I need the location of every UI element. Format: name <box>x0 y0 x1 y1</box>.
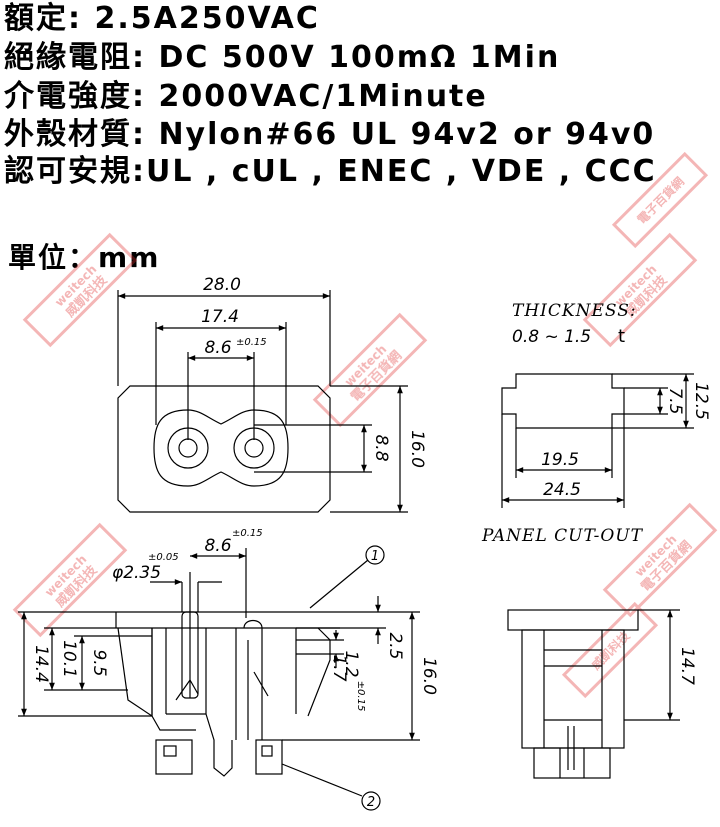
spec-label: 外殼材質: <box>4 117 159 152</box>
dim-section-d3-tol: ±0.15 <box>355 681 366 712</box>
dim-pin-span: 17.4 <box>201 307 239 327</box>
dim-width: 28.0 <box>203 275 241 295</box>
dim-panel-outer-height: 12.5 <box>691 382 711 420</box>
dim-side-height: 14.7 <box>677 647 697 685</box>
spec-approvals: 認可安規:UL , cUL , ENEC , VDE , CCC <box>4 155 657 189</box>
spec-insulation: 絕緣電阻: DC 500V 100mΩ 1Min <box>4 41 560 75</box>
unit-caption: 單位： <box>8 241 99 274</box>
callout-2-number: 2 <box>367 795 375 810</box>
spec-label: 額定: <box>4 1 95 36</box>
dim-section-pin-tol: ±0.15 <box>232 528 263 539</box>
section-view <box>18 548 420 797</box>
dim-panel-inner-width: 19.5 <box>541 450 579 470</box>
watermark-stamp: weitech 威凱科技 <box>582 232 698 348</box>
callout-1: 1 <box>365 545 385 565</box>
spec-rating: 額定: 2.5A250VAC <box>4 2 320 36</box>
dim-section-h2: 10.1 <box>59 640 79 678</box>
dim-panel-inner-height: 7.5 <box>665 387 685 414</box>
dim-hole-tol: ±0.15 <box>236 337 267 348</box>
dim-section-pin-dia-tol: ±0.05 <box>148 552 179 563</box>
thickness-label: THICKNESS: <box>512 301 637 321</box>
spec-material: 外殼材質: Nylon#66 UL 94v2 or 94v0 <box>4 118 655 152</box>
dim-section-d2: 1.2 <box>341 650 361 677</box>
spec-value: DC 500V 100mΩ 1Min <box>158 40 561 75</box>
spec-dielectric: 介電強度: 2000VAC/1Minute <box>4 80 488 114</box>
spec-value: 2000VAC/1Minute <box>158 79 488 114</box>
dim-section-pin-dia: φ2.35 <box>112 563 161 583</box>
dim-hole-span: 8.6 <box>204 338 231 358</box>
dim-panel-outer-width: 24.5 <box>543 480 581 500</box>
dim-section-pin-span: 8.6 <box>204 536 231 556</box>
dim-section-height: 16.0 <box>419 657 439 695</box>
watermark-stamp: weitech 電子百貨網 <box>602 502 718 618</box>
front-view <box>117 290 408 513</box>
thickness-unit: t <box>618 326 625 347</box>
watermark-stamp: 電子百貨網 <box>611 151 709 249</box>
spec-label: 認可安規: <box>4 154 146 189</box>
spec-value: UL , cUL , ENEC , VDE , CCC <box>146 154 657 189</box>
spec-label: 介電強度: <box>4 79 159 114</box>
watermark-stamp: weitech 電子百貨網 <box>312 312 428 428</box>
dim-section-h3: 9.5 <box>89 649 109 676</box>
spec-value: 2.5A250VAC <box>94 1 320 36</box>
callout-1-number: 1 <box>371 549 379 564</box>
dim-section-d3: 1.7 <box>329 654 349 681</box>
spec-label: 絕緣電阻: <box>4 40 159 75</box>
unit-label: 單位：mm <box>8 236 160 276</box>
callout-2: 2 <box>361 791 381 811</box>
watermark-stamp: weitech 威凱科技 <box>22 232 138 348</box>
dim-inner-height: 8.8 <box>371 434 391 461</box>
side-view <box>507 609 680 779</box>
dim-section-d1: 2.5 <box>385 632 405 659</box>
spec-value: Nylon#66 UL 94v2 or 94v0 <box>158 117 656 152</box>
dim-height: 16.0 <box>407 430 427 468</box>
unit-value: mm <box>98 241 161 274</box>
thickness-range: 0.8 ~ 1.5 <box>512 327 591 347</box>
panel-view <box>501 373 694 508</box>
watermark-stamp: weitech 威凱科技 <box>12 522 128 638</box>
dim-section-h1: 14.4 <box>31 645 51 683</box>
panel-cutout-label: PANEL CUT-OUT <box>481 526 644 546</box>
